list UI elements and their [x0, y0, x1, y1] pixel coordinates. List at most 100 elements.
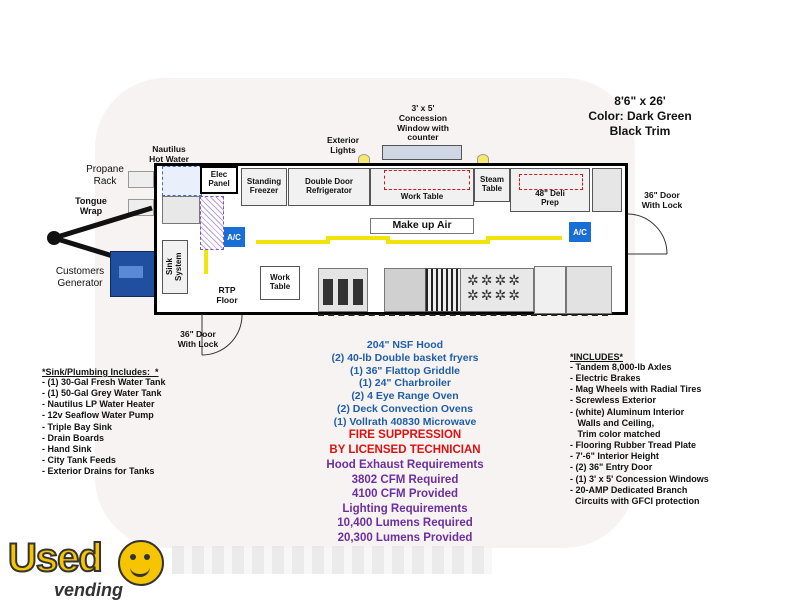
plumbing-title: *Sink/Plumbing Includes: * [42, 367, 159, 377]
concession-window-label: 3' x 5' Concession Window with counter [397, 103, 449, 143]
requirement-item: 4100 CFM Provided [351, 488, 459, 501]
plumbing-item: - Hand Sink [42, 443, 92, 454]
light-strip [204, 230, 208, 274]
includes-item: - (2) 36" Entry Door [570, 462, 653, 473]
hood-outline [318, 314, 608, 316]
tongue-wrap-label: Tongue Wrap [75, 196, 107, 217]
generator-icon [110, 251, 156, 297]
convection-oven [566, 266, 612, 314]
plumbing-item: - (1) 50-Gal Grey Water Tank [42, 388, 162, 399]
generator-label: Customers Generator [55, 266, 105, 289]
work-table-top: Work Table [370, 168, 474, 206]
bottom-door-label: 36" Door With Lock [177, 329, 219, 349]
fryers [318, 268, 368, 312]
requirement-item: 20,300 Lumens Provided [337, 531, 473, 544]
fire-suppression: FIRE SUPPRESSION BY LICENSED TECHNICIAN [280, 428, 530, 457]
hand-sink [162, 196, 200, 224]
work-table-bottom: Work Table [260, 266, 300, 300]
plumbing-section: *Sink/Plumbing Includes: * - (1) 30-Gal … [42, 367, 252, 477]
includes-item: - Electric Brakes [570, 373, 641, 384]
deli-outline [519, 174, 583, 190]
right-door-icon [627, 213, 668, 255]
equipment-list: 204" NSF Hood (2) 40-lb Double basket fr… [300, 339, 510, 429]
smiley-icon [118, 540, 164, 586]
trailer-specs-header: 8'6" x 26' Color: Dark Green Black Trim [580, 94, 700, 139]
concession-window [382, 145, 462, 160]
used-vending-logo: Used vending [6, 535, 166, 606]
light-strip [326, 236, 386, 240]
fire-line: BY LICENSED TECHNICIAN [329, 443, 481, 456]
plumbing-item: - Drain Boards [42, 432, 105, 443]
equipment-item: (1) Vollrath 40830 Microwave [333, 415, 477, 428]
hand-sink-right [592, 168, 622, 212]
includes-item: Trim color matched [570, 428, 661, 439]
ac-unit-left: A/C [223, 227, 245, 247]
requirement-item: 3802 CFM Required [351, 473, 459, 486]
plumbing-item: - Exterior Drains for Tanks [42, 466, 155, 477]
propane-rack [128, 171, 154, 188]
light-strip [486, 236, 490, 244]
light-strip [256, 240, 326, 244]
charbroiler [425, 268, 461, 312]
sink-hatch [200, 196, 224, 250]
includes-item: Walls and Ceiling, [570, 417, 655, 428]
nautilus-label: Nautilus Hot Water [149, 144, 189, 164]
elec-panel: Elec Panel [200, 166, 238, 194]
includes-item: - Flooring Rubber Tread Plate [570, 440, 697, 451]
ac-unit-right: A/C [569, 222, 591, 242]
includes-item: - Screwless Exterior [570, 395, 657, 406]
includes-item: - Tandem 8,000-lb Axles [570, 362, 672, 372]
dimensions: 8'6" x 26' [614, 94, 666, 108]
requirement-item: Hood Exhaust Requirements [326, 459, 484, 471]
requirement-item: 10,400 Lumens Required [337, 517, 473, 530]
equipment-item: (2) Deck Convection Ovens [337, 402, 473, 415]
right-door-label: 36" Door With Lock [641, 190, 683, 210]
includes-item: - 20-AMP Dedicated Branch [570, 484, 688, 495]
deli-prep: 48" Deli Prep [510, 168, 590, 212]
plumbing-item: - City Tank Feeds [42, 455, 116, 466]
standing-freezer: Standing Freezer [241, 168, 287, 206]
light-strip [386, 240, 486, 244]
includes-section: *INCLUDES* - Tandem 8,000-lb Axles - Ele… [570, 352, 790, 507]
make-up-air: Make up Air [370, 218, 474, 234]
equipment-item: (1) 24" Charbroiler [359, 377, 451, 390]
requirements-list: Hood Exhaust Requirements 3802 CFM Requi… [270, 458, 540, 546]
nautilus-heater [162, 166, 202, 196]
propane-rack-label: Propane Rack [86, 164, 124, 187]
plumbing-item: - 12v Seaflow Water Pump [42, 410, 154, 421]
blurred-contact [172, 546, 492, 574]
bottom-door-icon [201, 314, 243, 356]
sink-system: Sink System [162, 240, 188, 294]
steam-table: Steam Table [474, 168, 510, 202]
flattop-griddle [384, 268, 426, 312]
includes-title: *INCLUDES* [570, 352, 624, 362]
plumbing-list: - (1) 30-Gal Fresh Water Tank - (1) 50-G… [42, 377, 252, 477]
exterior-lights-label: Exterior Lights [326, 135, 360, 155]
plumbing-item: - (1) 30-Gal Fresh Water Tank [42, 377, 166, 387]
range-ovens: ✲✲✲✲✲✲✲✲ [460, 268, 534, 312]
double-door-refrigerator: Double Door Refrigerator [288, 168, 370, 206]
microwave-table [534, 266, 566, 314]
light-strip [326, 236, 330, 244]
equipment-item: (1) 36" Flattop Griddle [350, 364, 460, 377]
includes-item: - (1) 3' x 5' Concession Windows [570, 473, 709, 484]
includes-item: Circuits with GFCI protection [570, 495, 700, 506]
includes-list: - Tandem 8,000-lb Axles - Electric Brake… [570, 362, 790, 507]
logo-word-used: Used [7, 535, 104, 581]
rtp-floor-label: RTP Floor [216, 285, 238, 305]
includes-item: - (white) Aluminum Interior [570, 406, 685, 417]
equipment-item: (2) 40-lb Double basket fryers [331, 351, 479, 364]
trailer-color: Color: Dark Green [588, 109, 692, 123]
equipment-item: 204" NSF Hood [366, 339, 444, 351]
trim-color: Black Trim [609, 124, 671, 138]
requirement-item: Lighting Requirements [342, 502, 468, 515]
plumbing-item: - Triple Bay Sink [42, 421, 113, 432]
includes-item: - 7'-6" Interior Height [570, 451, 659, 462]
plumbing-item: - Nautilus LP Water Heater [42, 399, 155, 410]
fire-line: FIRE SUPPRESSION [348, 429, 462, 441]
window-outline [384, 170, 470, 190]
light-strip [486, 236, 562, 240]
logo-word-vending: vending [54, 580, 124, 600]
equipment-item: (2) 4 Eye Range Oven [351, 390, 459, 403]
includes-item: - Mag Wheels with Radial Tires [570, 384, 702, 395]
